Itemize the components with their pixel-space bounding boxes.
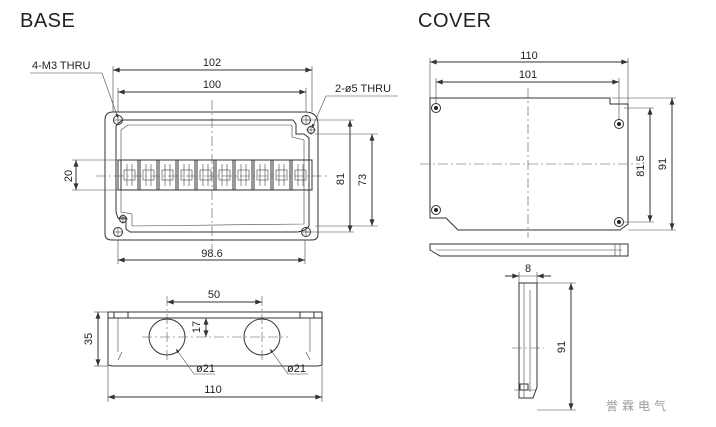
terminal-block [139,159,158,191]
callout-mount-holes: 2-ø5 THRU [335,83,391,95]
terminal-block [272,159,291,191]
terminal-block [158,159,177,191]
base-inner-wall-2 [120,124,305,227]
cover-side-outline [518,282,538,399]
terminal-block [234,159,253,191]
terminal-strip [117,159,313,191]
terminal-block [215,159,234,191]
dim-height-inner: 73 [357,174,369,186]
dim-cover-side-height: 91 [556,341,568,353]
dim-cover-hole-pitch: 101 [519,69,537,81]
dim-hole-left-dia: ø21 [196,363,215,375]
dim-side-pitch: 50 [208,289,220,301]
dim-hole-right-dia: ø21 [287,363,306,375]
cover-top-view: 110 101 81.5 91 [420,50,676,257]
dim-strip-height: 20 [63,170,75,182]
terminal-blocks [120,159,310,191]
dim-outer-width: 102 [203,57,221,69]
terminal-block [120,159,139,191]
dim-side-length: 110 [204,384,222,396]
terminal-block [291,159,310,191]
callout-m3-holes: 4-M3 THRU [32,60,91,72]
dim-cover-height: 91 [657,158,669,170]
base-heading: BASE [20,10,76,32]
dim-hole-center: 17 [191,321,203,333]
dim-cover-hole-pitch-v: 81.5 [635,155,647,176]
side-outline [107,311,323,367]
terminal-block [177,159,196,191]
cover-side-view: 8 91 [505,263,576,411]
terminal-block [196,159,215,191]
watermark: 誉霖电气 [606,398,670,413]
base-side-view: 50 17 35 ø21 ø21 110 [83,289,323,402]
cover-edge-profile [429,243,629,257]
terminal-block [253,159,272,191]
cover-heading: COVER [418,10,492,32]
dim-height-outer: 81 [335,173,347,185]
base-top-view: 102 100 98.6 20 81 73 4-M3 THRU 2-ø5 THR… [30,57,398,264]
dim-cover-thickness: 8 [525,263,531,275]
dim-hole-pitch: 100 [203,79,221,91]
cover-outline [429,97,629,231]
dim-side-height: 35 [83,333,95,345]
dim-inner-width: 98.6 [201,248,222,260]
dim-cover-width: 110 [520,50,538,62]
